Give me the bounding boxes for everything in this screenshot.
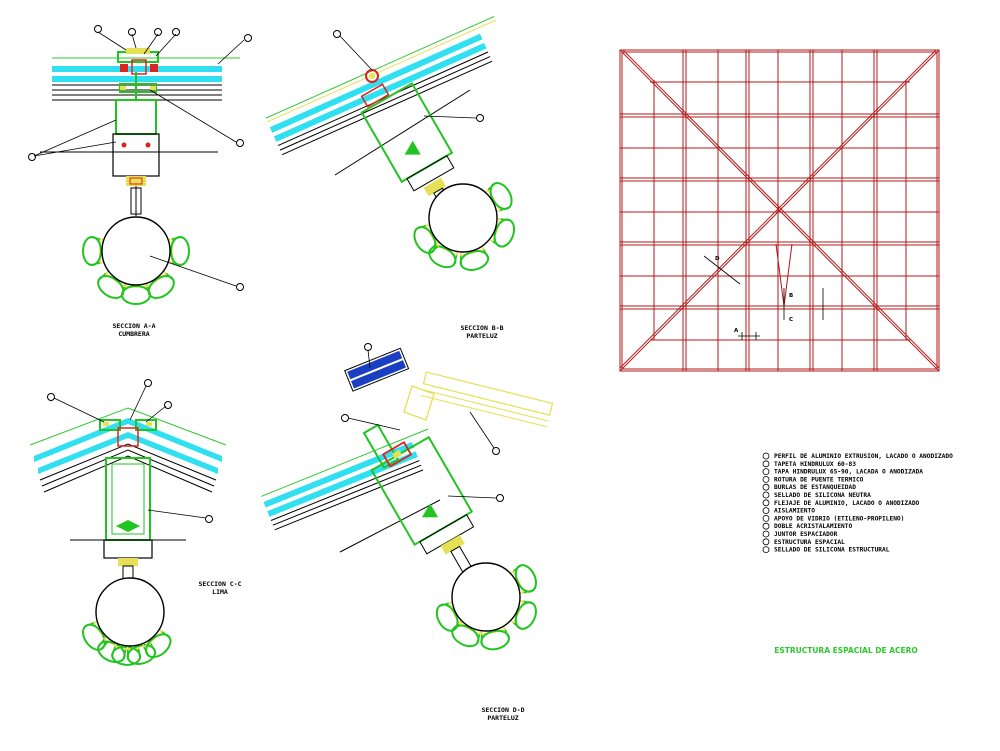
legend: PERFIL DE ALUMINIO EXTRUSION, LACADO O A… (762, 452, 953, 554)
legend-marker (762, 468, 770, 476)
section-b-subtitle: PARTELUZ (466, 332, 497, 340)
main-title: ESTRUCTURA ESPACIAL DE ACERO (774, 646, 918, 655)
legend-marker (762, 475, 770, 483)
section-a-a: SECCION A-A CUMBRERA (28, 25, 252, 338)
legend-item: TAPA HINDRULUX 65-90, LACADA O ANODIZADA (774, 469, 923, 476)
legend-marker (762, 538, 770, 546)
legend-marker (762, 546, 770, 553)
section-a-title: SECCION A-A (112, 322, 155, 330)
section-b-title: SECCION B-B (460, 324, 503, 332)
legend-marker (762, 530, 770, 538)
section-d-title: SECCION D-D (481, 706, 524, 714)
plan-label-d: D (715, 256, 720, 262)
legend-marker (762, 499, 770, 507)
section-b-b: SECCION B-B PARTELUZ (265, 16, 519, 340)
legend-item: AISLAMIENTO (774, 508, 815, 515)
legend-item: APOYO DE VIDRIO (ETILENO-PROPILENO) (774, 515, 904, 522)
legend-item: TAPETA HINDRULUX 60-83 (774, 461, 856, 468)
plan-label-c: C (789, 317, 793, 323)
section-a-subtitle: CUMBRERA (118, 330, 149, 338)
legend-marker (762, 483, 770, 491)
roof-plan-grid (619, 49, 940, 372)
legend-item: FLEJAJE DE ALUMINIO, LACADO O ANODIZADO (774, 500, 920, 507)
legend-marker (762, 452, 770, 460)
plan-label-a: A (734, 328, 739, 334)
section-c-c: SECCION C-C LIMA (29, 379, 242, 668)
plan-section-markers (703, 255, 824, 340)
legend-item: BURLAS DE ESTANQUEIDAD (774, 484, 856, 491)
section-c-subtitle: LIMA (212, 588, 228, 596)
section-c-title: SECCION C-C (198, 580, 241, 588)
legend-item: DOBLE ACRISTALAMIENTO (774, 523, 853, 530)
legend-marker (762, 460, 770, 468)
legend-marker (762, 522, 770, 530)
legend-marker (762, 507, 770, 515)
legend-item: ESTRUCTURA ESPACIAL (774, 539, 845, 546)
legend-item: PERFIL DE ALUMINIO EXTRUSION, LACADO O A… (774, 453, 953, 460)
legend-marker (762, 491, 770, 499)
legend-marker (762, 515, 770, 522)
legend-item: JUNTOR ESPACIADOR (774, 531, 838, 538)
section-d-d: SECCION D-D PARTELUZ (261, 343, 554, 722)
legend-item: SELLADO DE SILICONA ESTRUCTURAL (774, 547, 890, 554)
plan-label-b: B (789, 293, 793, 299)
legend-item: ROTURA DE PUENTE TERMICO (774, 476, 864, 483)
legend-item: SELLADO DE SILICONA NEUTRA (774, 492, 871, 499)
section-d-subtitle: PARTELUZ (487, 714, 518, 722)
